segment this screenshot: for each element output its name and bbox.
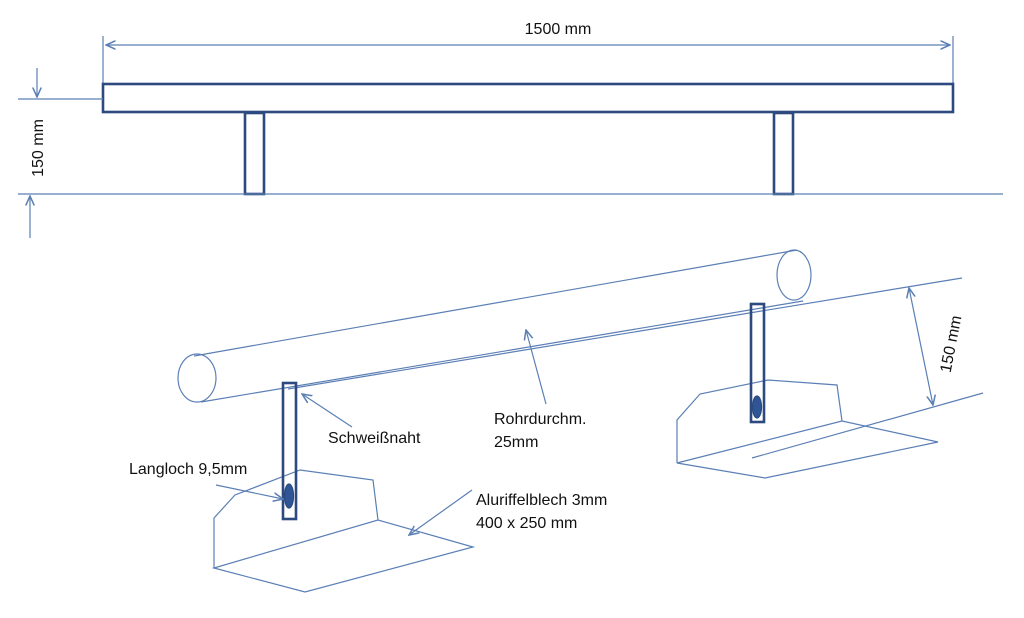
pipe-label-line2: 25mm (494, 434, 538, 451)
plate-label-line1: Aluriffelblech 3mm (476, 492, 607, 509)
post-left (243, 111, 266, 196)
post-3d-right (749, 302, 766, 424)
weld-label: Schweißnaht (328, 430, 421, 447)
length-label: 1500 mm (525, 21, 592, 38)
height-dimension-3d (909, 288, 933, 405)
pipe-label-line1: Rohrdurchm. (494, 411, 586, 428)
pipe-leader (526, 330, 547, 405)
height-label-side: 150 mm (30, 119, 47, 177)
height-label-3d: 150 mm (938, 314, 966, 374)
slot-label: Langloch 9,5mm (129, 461, 247, 478)
slot-left (283, 483, 295, 509)
perspective-view: 150 mm Schweißnaht Langloch 9,5mm Rohrdu… (129, 249, 984, 593)
plate-leader (409, 489, 473, 535)
slot-leader (215, 484, 283, 499)
ground-line-lower (751, 392, 984, 459)
foot-plate-right (676, 379, 939, 479)
rail-bar (101, 82, 955, 114)
foot-plate-left (211, 469, 476, 593)
slot-right (751, 395, 763, 419)
pipe-bottom-edge (200, 300, 804, 403)
post-right (772, 111, 795, 196)
pipe-end-right (776, 249, 812, 301)
side-view: 1500 mm 150 mm (18, 21, 1003, 238)
plate-label-line2: 400 x 250 mm (476, 515, 577, 532)
post-3d-left (281, 381, 298, 521)
pipe-top-edge (193, 249, 798, 357)
weld-leader (302, 394, 353, 428)
ground-line-upper (287, 277, 963, 390)
pipe-end-left (177, 353, 217, 403)
